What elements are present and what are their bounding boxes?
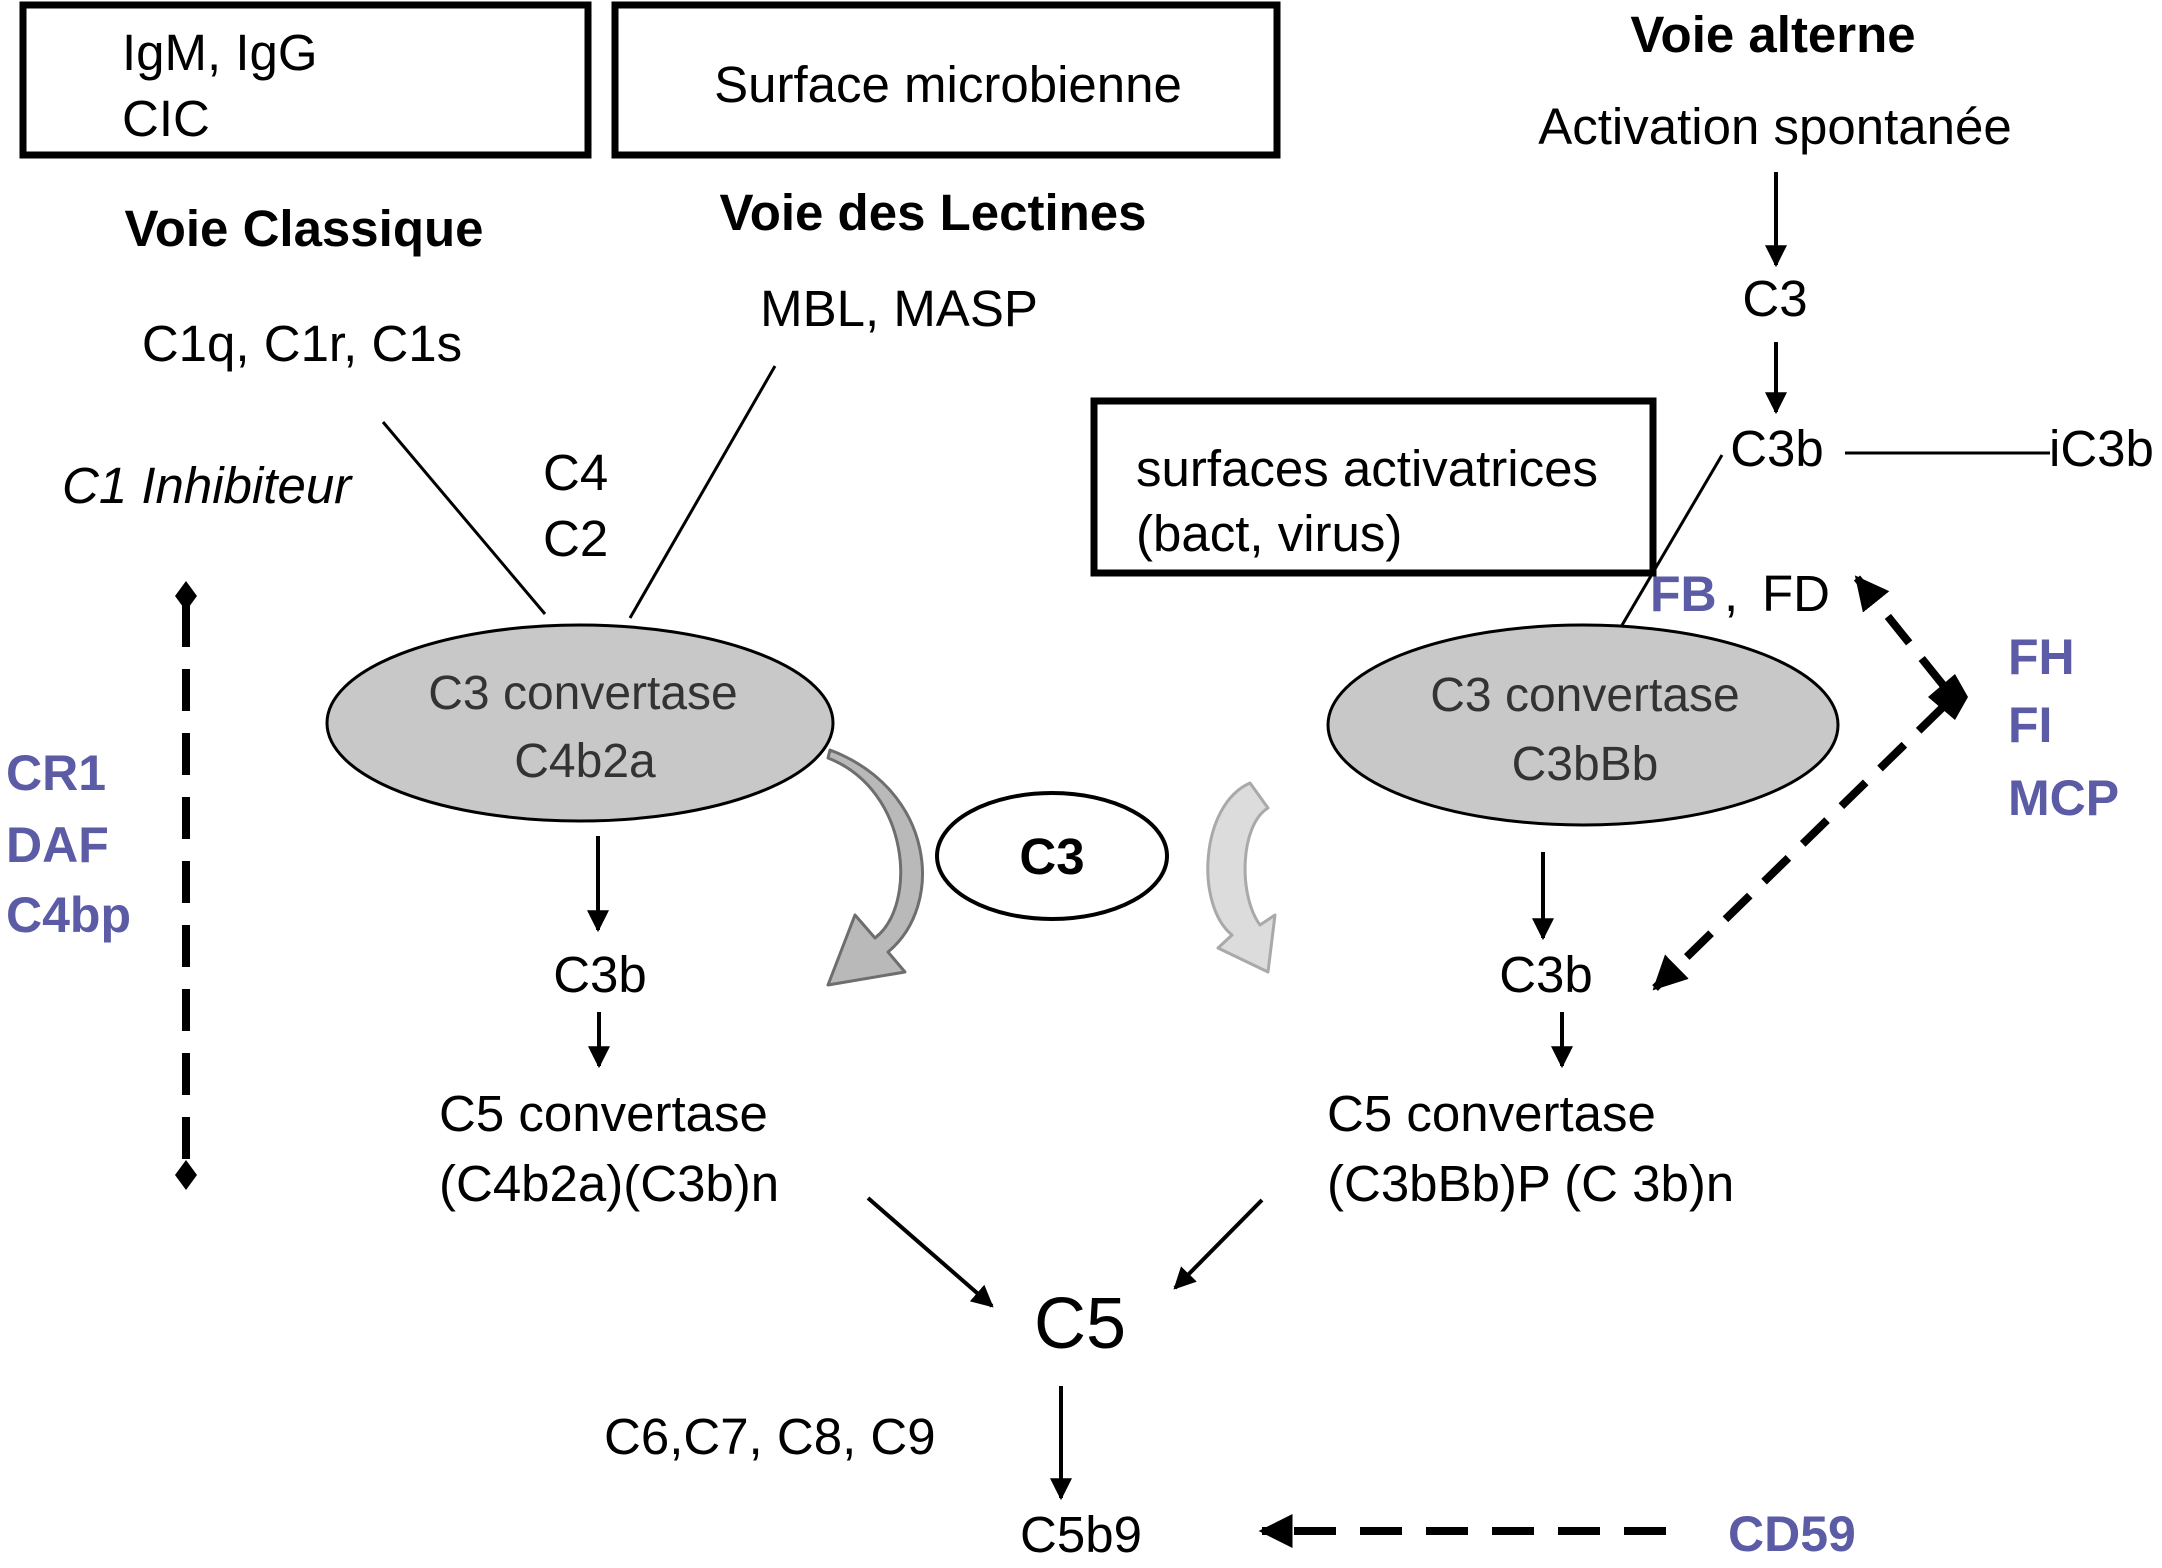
alternative-convertase-title: C3 convertase [1430, 669, 1740, 722]
regulator-fh: FH [2008, 629, 2075, 685]
left-regulator-diamond-bottom [175, 1160, 197, 1190]
classical-convertase-title: C3 convertase [428, 667, 738, 720]
classical-c5-convertase-title: C5 convertase [439, 1085, 768, 1142]
mac-c5b9-label: C5b9 [1020, 1506, 1142, 1563]
lectin-components: MBL, MASP [760, 280, 1038, 337]
classical-activator-box [19, 1, 592, 159]
c2-label: C2 [543, 510, 608, 567]
classical-c5-convertase-name: (C4b2a)(C3b)n [439, 1155, 779, 1212]
classical-components: C1q, C1r, C1s [142, 315, 462, 372]
alternative-convertase-name: C3bBb [1512, 738, 1659, 791]
arrow-alternative-c5-convertase-to-c5 [1173, 1198, 1264, 1290]
regulator-daf: DAF [6, 817, 109, 873]
regulator-mcp: MCP [2008, 770, 2119, 826]
classical-box-line1: IgM, IgG [122, 24, 318, 81]
alternative-c5-convertase-name: (C3bBb)P (C 3b)n [1327, 1155, 1734, 1212]
c5-label: C5 [1034, 1284, 1126, 1364]
alternative-c3b-top: C3b [1730, 420, 1824, 477]
factor-b-label: FB [1650, 566, 1717, 622]
classical-box-line2: CIC [122, 90, 210, 147]
fb-fd-separator: , [1724, 565, 1738, 622]
arrow-classical-c5-convertase-to-c5 [866, 1196, 994, 1308]
classical-convertase-name: C4b2a [514, 735, 656, 788]
alternative-c3: C3 [1742, 270, 1807, 327]
terminal-components-label: C6,C7, C8, C9 [604, 1408, 936, 1465]
alternative-c3b: C3b [1499, 946, 1593, 1003]
lectin-pathway-title: Voie des Lectines [719, 184, 1146, 241]
alternative-pathway-subtitle: Activation spontanée [1538, 98, 2012, 155]
right-regulator-node [1928, 674, 1968, 720]
lectin-box-label: Surface microbienne [714, 56, 1182, 113]
right-cleavage-hook-arrow [1206, 781, 1277, 974]
classical-c3-convertase-ellipse [325, 623, 835, 823]
alternative-pathway-title: Voie alterne [1630, 6, 1915, 63]
activating-surfaces-line1: surfaces activatrices [1136, 440, 1598, 497]
central-c3-ellipse [935, 791, 1169, 921]
activating-surfaces-line2: (bact, virus) [1136, 505, 1402, 562]
classical-pathway-title: Voie Classique [124, 200, 483, 257]
lectin-to-convertase-line [628, 365, 777, 619]
right-regulator-dashed-arrow-to-c3b [1652, 704, 1946, 991]
lectin-activator-box [611, 1, 1281, 159]
classical-c3b: C3b [553, 946, 647, 1003]
regulator-c4bp: C4bp [6, 887, 131, 943]
c4-label: C4 [543, 444, 608, 501]
alternative-c5-convertase-title: C5 convertase [1327, 1085, 1656, 1142]
alternative-c3-convertase-ellipse [1326, 623, 1840, 827]
activating-surfaces-box [1090, 397, 1657, 577]
left-cleavage-hook-arrow [826, 748, 924, 987]
factor-d-label: FD [1762, 565, 1830, 622]
ic3b-label: iC3b [2049, 420, 2154, 477]
left-regulator-diamond-top [175, 581, 197, 611]
c3b-to-alternative-convertase-line [1616, 454, 1724, 633]
classical-to-convertase-line [381, 421, 547, 615]
right-regulator-dashed-arrow-to-fbfd [1853, 575, 1947, 688]
regulator-fi: FI [2008, 697, 2052, 753]
c1-inhibitor-label: C1 Inhibiteur [62, 457, 353, 514]
central-c3-label: C3 [1019, 828, 1084, 885]
regulator-cd59: CD59 [1728, 1506, 1856, 1562]
regulator-cr1: CR1 [6, 745, 106, 801]
